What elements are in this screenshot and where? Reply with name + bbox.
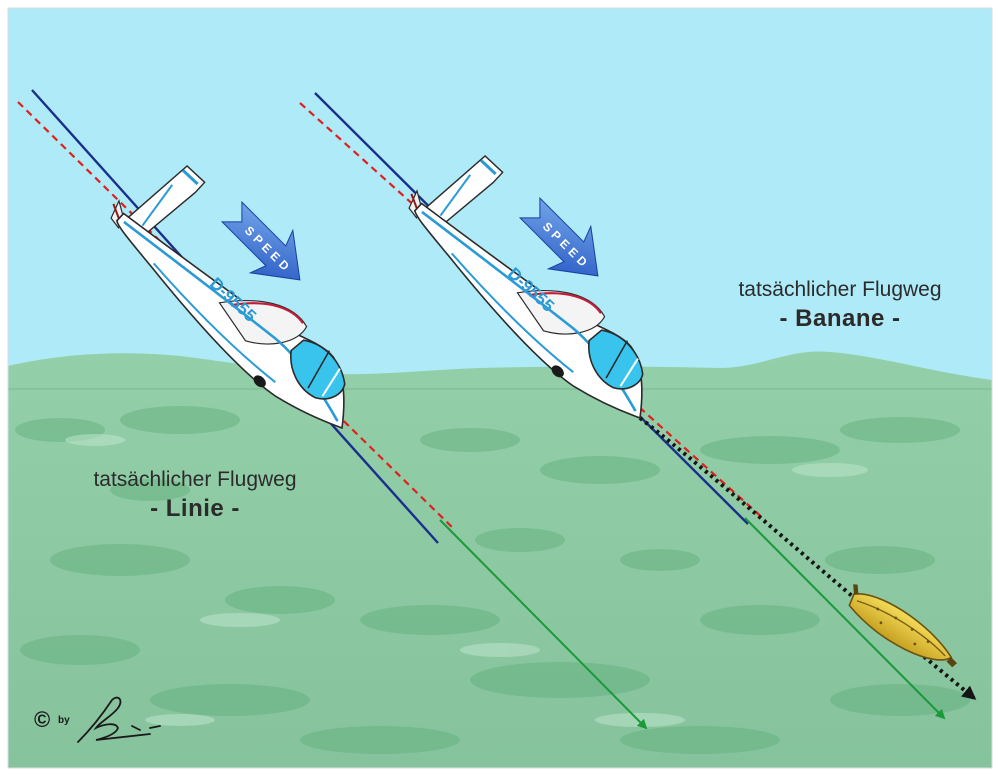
caption-banana-title: tatsächlicher Flugweg <box>738 278 942 301</box>
ground <box>8 351 992 768</box>
image-frame <box>7 7 993 769</box>
banana-icon <box>848 584 958 668</box>
dotted-curved-path-arrow <box>638 416 977 700</box>
copyright-mark: © by <box>34 707 70 732</box>
green-flight-arrow-left <box>439 519 648 730</box>
copyright-by: by <box>58 715 70 726</box>
terrain-texture <box>15 406 970 754</box>
caption-banana-label: - Banane - <box>779 305 901 333</box>
caption-line-path: tatsächlicher Flugweg - Linie - <box>40 466 350 524</box>
copyright-symbol: © <box>34 707 50 732</box>
signature-icon <box>77 696 161 743</box>
caption-banana-path: tatsächlicher Flugweg - Banane - <box>690 276 990 334</box>
horizon-band <box>8 388 992 390</box>
caption-line-title: tatsächlicher Flugweg <box>93 468 297 491</box>
green-flight-arrow-right <box>744 517 946 720</box>
caption-line-label: - Linie - <box>150 495 240 523</box>
